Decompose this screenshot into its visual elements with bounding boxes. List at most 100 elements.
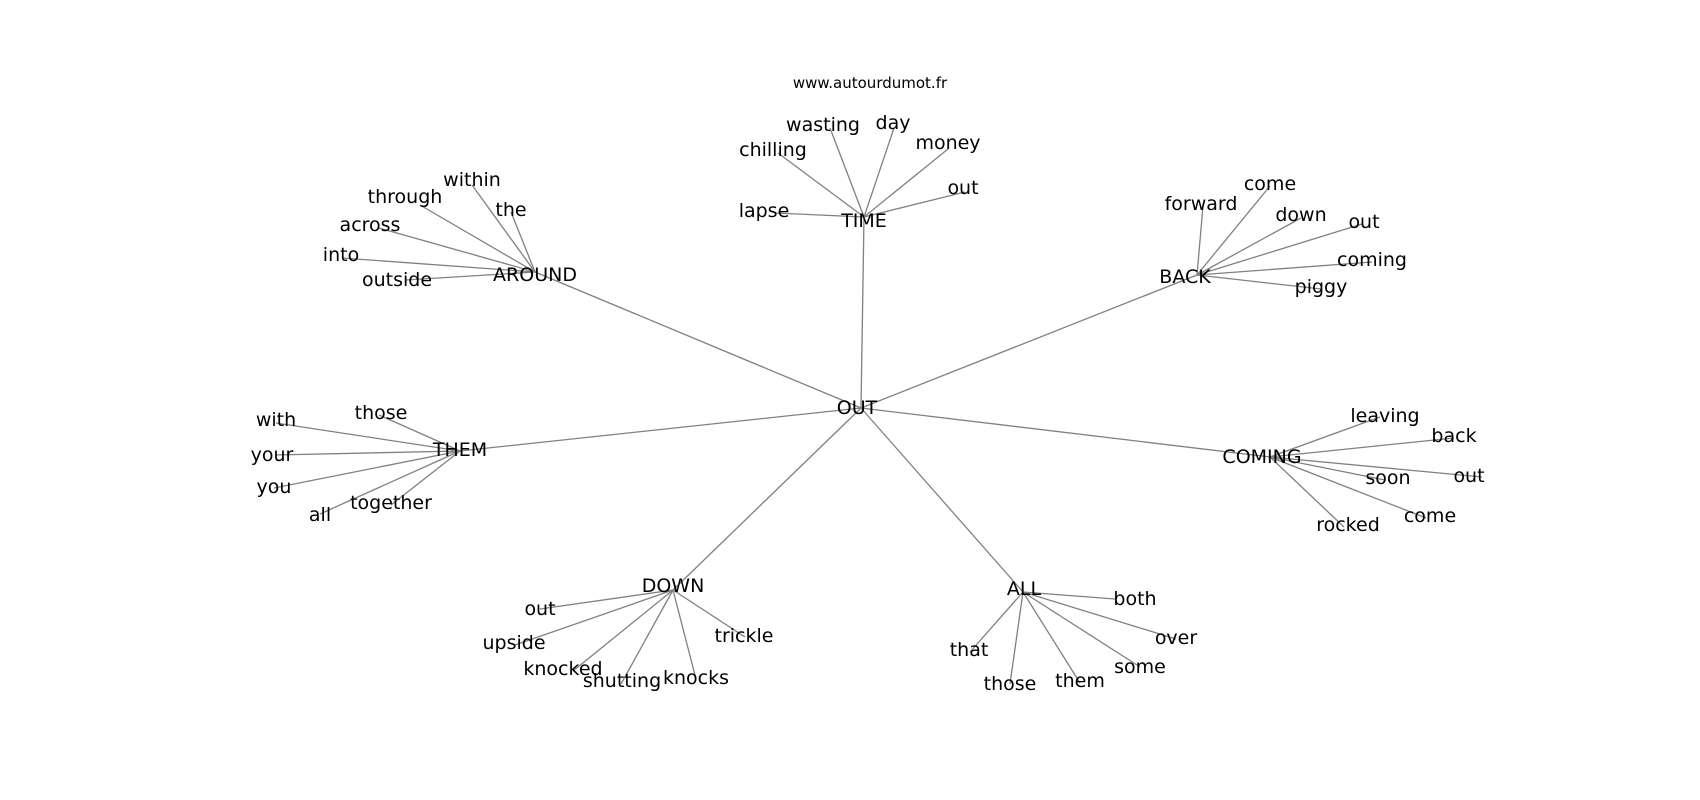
edge-root-back bbox=[860, 274, 1198, 409]
leaf-word-around-5[interactable]: outside bbox=[362, 269, 432, 291]
edge-all-2 bbox=[969, 591, 1024, 653]
edge-around-5 bbox=[405, 271, 536, 281]
leaf-word-coming-0[interactable]: leaving bbox=[1350, 405, 1419, 427]
edge-them-3 bbox=[273, 450, 461, 489]
edge-down-5 bbox=[620, 589, 674, 685]
leaf-word-around-4[interactable]: into bbox=[323, 244, 359, 266]
edge-down-1 bbox=[672, 589, 746, 638]
leaf-word-all-0[interactable]: both bbox=[1113, 588, 1156, 610]
leaf-word-back-1[interactable]: forward bbox=[1165, 193, 1238, 215]
leaf-word-them-4[interactable]: together bbox=[350, 492, 432, 514]
hub-word-down[interactable]: DOWN bbox=[642, 575, 705, 597]
leaf-word-all-1[interactable]: over bbox=[1155, 627, 1198, 649]
edge-time-0 bbox=[829, 127, 865, 218]
leaf-word-coming-2[interactable]: soon bbox=[1365, 467, 1410, 489]
edge-them-1 bbox=[275, 422, 461, 452]
leaf-word-coming-4[interactable]: come bbox=[1404, 505, 1456, 527]
edges bbox=[273, 127, 1483, 685]
leaf-word-time-5[interactable]: out bbox=[947, 177, 978, 199]
leaf-word-them-5[interactable]: all bbox=[309, 504, 331, 526]
edge-them-5 bbox=[319, 450, 461, 515]
edge-down-4 bbox=[672, 589, 697, 680]
edge-coming-1 bbox=[1269, 437, 1455, 458]
leaf-word-back-3[interactable]: out bbox=[1348, 211, 1379, 233]
edge-time-5 bbox=[863, 191, 966, 218]
edge-all-5 bbox=[1009, 591, 1024, 685]
root-word[interactable]: OUT bbox=[837, 397, 878, 419]
edge-around-2 bbox=[510, 211, 536, 273]
leaf-word-them-3[interactable]: you bbox=[257, 476, 292, 498]
edge-around-1 bbox=[419, 204, 536, 273]
edge-coming-2 bbox=[1269, 456, 1386, 481]
leaf-word-all-3[interactable]: some bbox=[1114, 656, 1166, 678]
edge-down-3 bbox=[572, 589, 674, 672]
edge-down-0 bbox=[539, 589, 674, 610]
leaf-word-all-2[interactable]: that bbox=[950, 639, 989, 661]
edge-coming-4 bbox=[1269, 456, 1427, 519]
edge-all-0 bbox=[1022, 591, 1116, 600]
hub-word-time[interactable]: TIME bbox=[840, 210, 887, 232]
hub-word-all[interactable]: ALL bbox=[1007, 578, 1042, 600]
labels: www.autourdumot.fr OUT TIME wasting day chi… bbox=[251, 74, 1485, 695]
edge-coming-0 bbox=[1269, 416, 1381, 458]
edge-root-coming bbox=[860, 407, 1271, 458]
edge-time-2 bbox=[777, 152, 865, 218]
leaf-word-around-1[interactable]: through bbox=[368, 186, 443, 208]
edge-coming-5 bbox=[1269, 456, 1345, 528]
edge-around-3 bbox=[378, 227, 536, 273]
leaf-word-back-2[interactable]: down bbox=[1275, 204, 1326, 226]
edge-time-4 bbox=[774, 212, 865, 218]
edge-back-0 bbox=[1196, 185, 1271, 276]
edge-back-5 bbox=[1196, 274, 1322, 290]
leaf-word-them-2[interactable]: your bbox=[251, 444, 294, 466]
leaf-word-down-4[interactable]: knocks bbox=[663, 667, 729, 689]
leaf-word-down-0[interactable]: out bbox=[524, 598, 555, 620]
edge-back-3 bbox=[1196, 223, 1363, 276]
leaf-word-time-0[interactable]: wasting bbox=[786, 114, 860, 136]
leaf-word-down-1[interactable]: trickle bbox=[715, 625, 774, 647]
leaf-word-coming-3[interactable]: out bbox=[1453, 465, 1484, 487]
website-label[interactable]: www.autourdumot.fr bbox=[793, 74, 948, 92]
leaf-word-time-2[interactable]: chilling bbox=[739, 139, 807, 161]
leaf-word-them-1[interactable]: with bbox=[256, 409, 296, 431]
leaf-word-down-3[interactable]: knocked bbox=[523, 658, 602, 680]
hub-word-them[interactable]: THEM bbox=[432, 439, 487, 461]
hub-word-back[interactable]: BACK bbox=[1159, 266, 1211, 288]
leaf-word-all-4[interactable]: them bbox=[1055, 670, 1105, 692]
edge-all-3 bbox=[1022, 591, 1141, 668]
leaf-word-time-4[interactable]: lapse bbox=[739, 200, 790, 222]
edge-down-2 bbox=[514, 589, 674, 646]
leaf-word-time-3[interactable]: money bbox=[915, 132, 980, 154]
hub-word-around[interactable]: AROUND bbox=[493, 264, 577, 286]
edge-root-around bbox=[534, 271, 862, 409]
edge-them-0 bbox=[378, 414, 461, 452]
edge-around-4 bbox=[341, 257, 536, 273]
leaf-word-all-5[interactable]: those bbox=[984, 673, 1037, 695]
edge-around-0 bbox=[471, 184, 536, 273]
leaf-word-coming-5[interactable]: rocked bbox=[1316, 514, 1380, 536]
leaf-word-around-3[interactable]: across bbox=[340, 214, 401, 236]
leaf-word-back-4[interactable]: coming bbox=[1337, 249, 1407, 271]
edge-root-time bbox=[860, 216, 865, 409]
edge-them-4 bbox=[390, 450, 461, 506]
leaf-word-them-0[interactable]: those bbox=[355, 402, 408, 424]
leaf-word-back-5[interactable]: piggy bbox=[1295, 276, 1348, 298]
leaf-word-around-2[interactable]: the bbox=[495, 199, 526, 221]
edge-root-them bbox=[459, 407, 862, 452]
edge-them-2 bbox=[274, 450, 461, 456]
edge-root-all bbox=[860, 407, 1024, 593]
edge-back-4 bbox=[1196, 261, 1373, 276]
edge-back-2 bbox=[1196, 217, 1302, 276]
leaf-word-back-0[interactable]: come bbox=[1244, 173, 1296, 195]
edge-root-down bbox=[672, 407, 862, 591]
leaf-word-time-1[interactable]: day bbox=[876, 112, 911, 134]
leaf-word-down-5[interactable]: shutting bbox=[583, 670, 661, 692]
leaf-word-down-2[interactable]: upside bbox=[482, 632, 545, 654]
edge-time-1 bbox=[863, 127, 895, 218]
leaf-word-coming-1[interactable]: back bbox=[1431, 425, 1476, 447]
edge-all-4 bbox=[1022, 591, 1081, 684]
leaf-word-around-0[interactable]: within bbox=[443, 169, 501, 191]
edge-time-3 bbox=[863, 148, 949, 218]
hub-word-coming[interactable]: COMING bbox=[1222, 446, 1301, 468]
